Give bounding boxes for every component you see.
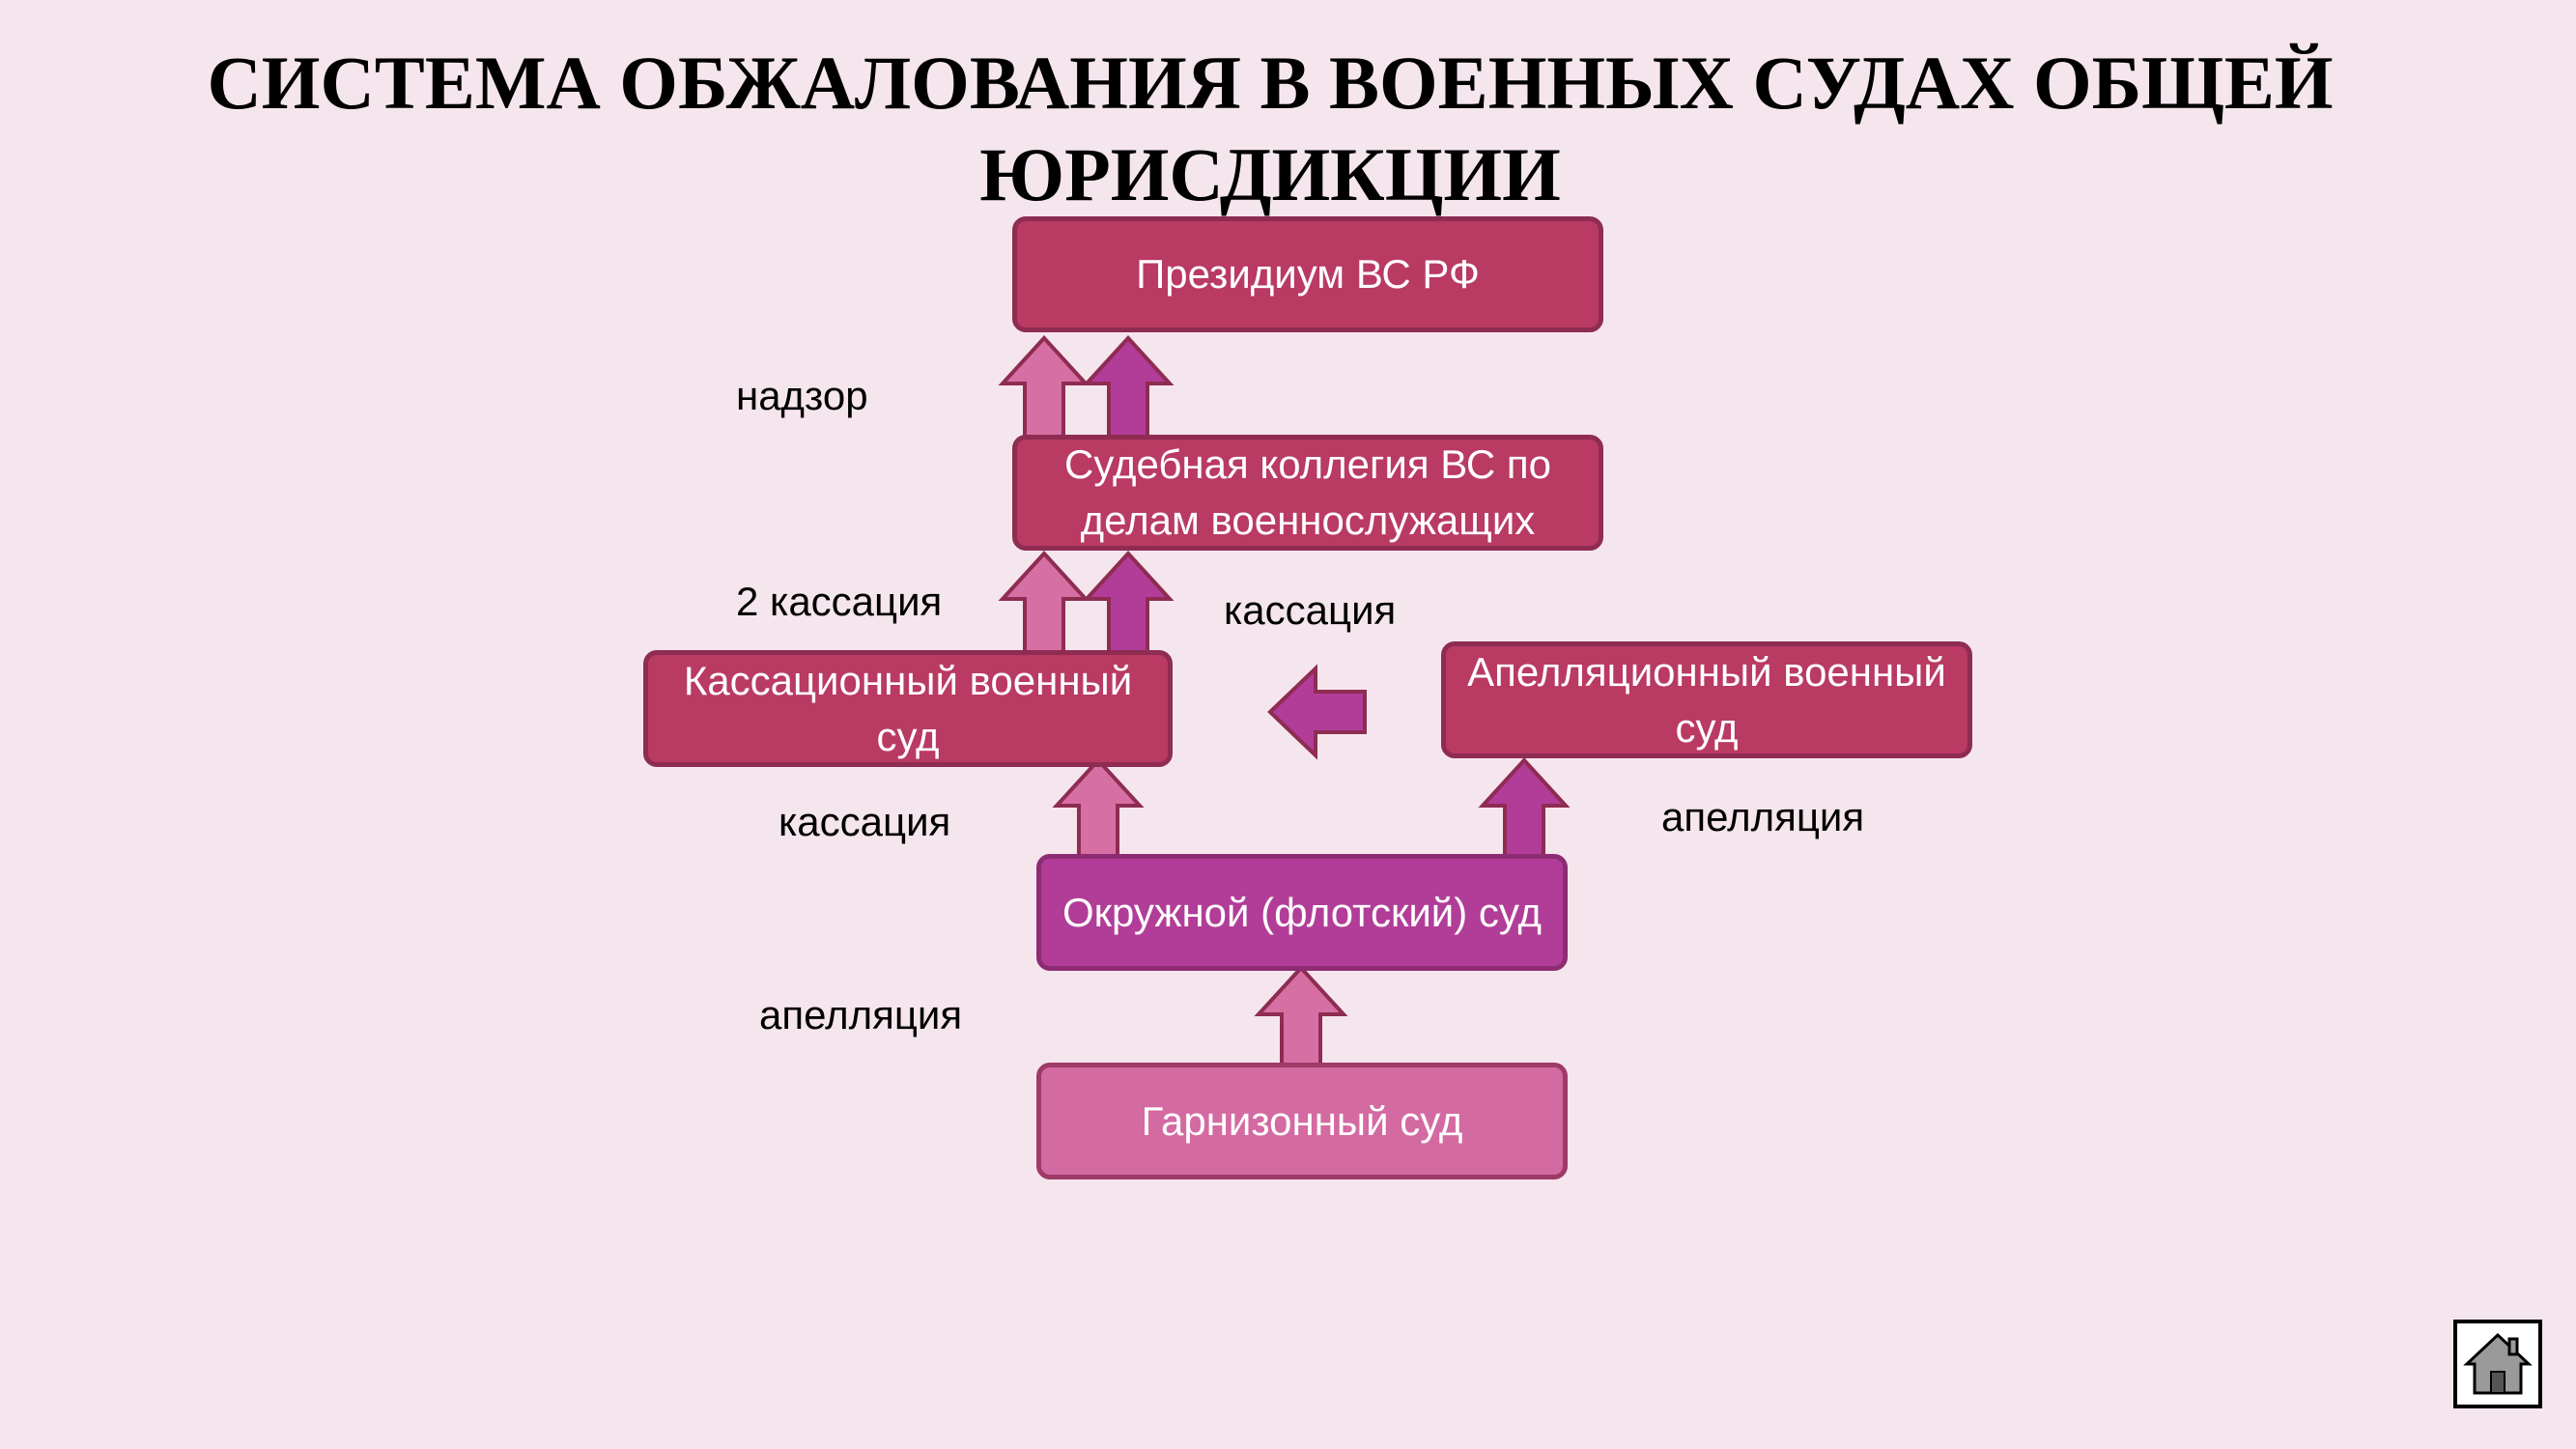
node-cassation-court-label: Кассационный военный суд: [683, 657, 1133, 759]
node-garrison-court: Гарнизонный суд: [1036, 1063, 1568, 1179]
up-arrow-icon: [1254, 965, 1348, 1067]
home-button[interactable]: [2453, 1320, 2542, 1408]
node-collegium-label: Судебная коллегия ВС по делам военнослуж…: [1064, 441, 1551, 543]
node-cassation-court: Кассационный военный суд: [643, 650, 1173, 767]
node-appeal-court: Апелляционный военный суд: [1441, 641, 1972, 758]
up-arrow-icon: [1052, 757, 1145, 860]
left-arrow-icon: [1267, 664, 1367, 760]
node-presidium: Президиум ВС РФ: [1012, 216, 1603, 332]
edge-label-second-cassation: 2 кассация: [736, 579, 943, 624]
up-arrow-icon: [998, 335, 1090, 440]
node-district-court-label: Окружной (флотский) суд: [1062, 889, 1543, 935]
node-appeal-court-label: Апелляционный военный суд: [1467, 648, 1946, 751]
node-presidium-label: Президиум ВС РФ: [1136, 251, 1480, 297]
edge-label-cassation-to-cassation-court: кассация: [778, 799, 951, 844]
page-title: СИСТЕМА ОБЖАЛОВАНИЯ В ВОЕННЫХ СУДАХ ОБЩЕ…: [207, 41, 2334, 216]
up-arrow-icon: [1082, 551, 1175, 654]
up-arrow-icon: [998, 551, 1090, 654]
edge-label-cassation-to-collegium: кассация: [1224, 587, 1397, 633]
up-arrow-icon: [1082, 335, 1175, 440]
edge-label-appeal-from-garrison: апелляция: [759, 992, 963, 1037]
node-garrison-court-label: Гарнизонный суд: [1141, 1097, 1463, 1144]
node-collegium: Судебная коллегия ВС по делам военнослуж…: [1012, 435, 1603, 551]
edge-label-appeal-to-appeal-court: апелляция: [1661, 794, 1865, 839]
up-arrow-icon: [1478, 757, 1571, 860]
home-icon: [2463, 1332, 2533, 1395]
node-district-court: Окружной (флотский) суд: [1036, 854, 1568, 971]
edge-label-supervision: надзор: [736, 373, 868, 418]
